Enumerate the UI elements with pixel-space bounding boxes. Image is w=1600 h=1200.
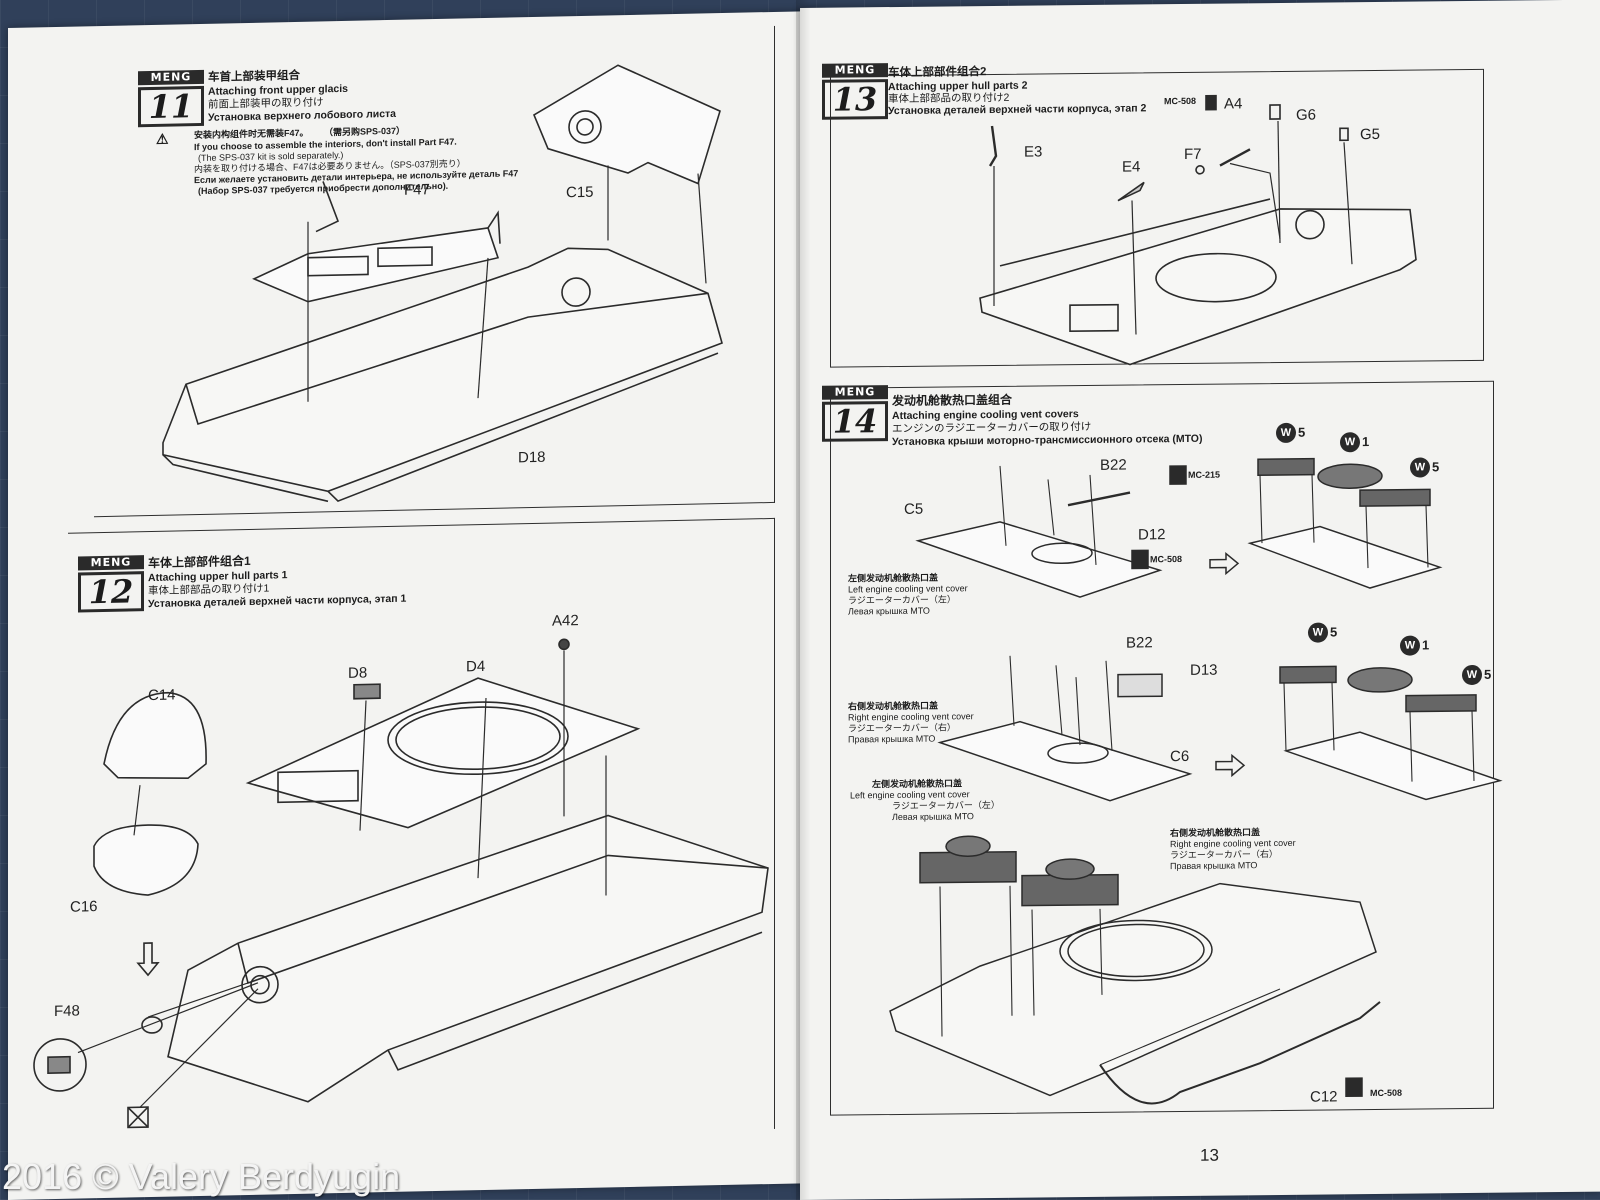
- paint-mark: W: [1410, 457, 1430, 478]
- part-label-c6: C6: [1170, 747, 1190, 766]
- paint-mark-number: 1: [1422, 637, 1430, 653]
- paint-mark: W: [1400, 635, 1420, 656]
- part-label-d8: D8: [348, 664, 368, 682]
- paint-mark-number: 1: [1362, 434, 1370, 450]
- paint-mark-number: 5: [1298, 424, 1306, 440]
- part-label-a42: A42: [552, 612, 579, 630]
- step-13-diagram: [979, 94, 1417, 366]
- part-label-d12: D12: [1138, 526, 1166, 544]
- part-label-c5: C5: [904, 500, 924, 518]
- right-page: MENG 13 车体上部部件组合2 Attaching upper hull p…: [800, 0, 1600, 1200]
- paint-mark: W: [1340, 432, 1360, 453]
- paint-mark-number: 5: [1484, 666, 1492, 682]
- paint-mark-number: 5: [1330, 624, 1338, 640]
- paint-mark: W: [1276, 422, 1296, 444]
- step-12-diagram: [33, 638, 769, 1129]
- part-label-b22-2: B22: [1126, 634, 1153, 652]
- part-label-d4: D4: [466, 658, 486, 676]
- paint-mark: W: [1308, 622, 1328, 643]
- paint-mark: W: [1462, 664, 1482, 686]
- copyright-watermark: 2016 © Valery Berdyugin: [2, 1156, 401, 1197]
- step-14-diagram: [889, 457, 1503, 1105]
- left-page: MENG 11 车首上部装甲组合 Attaching front upper g…: [8, 10, 820, 1200]
- part-label-c16: C16: [70, 898, 98, 916]
- page-fold-shadow: [796, 0, 820, 1200]
- step-11-diagram: [162, 64, 723, 503]
- part-label-b22: B22: [1100, 456, 1127, 474]
- page-number: 13: [1200, 1145, 1219, 1165]
- paint-mark-number: 5: [1432, 459, 1440, 475]
- part-label-d13: D13: [1190, 661, 1218, 679]
- part-label-c14: C14: [148, 686, 176, 705]
- part-label-f48: F48: [54, 1002, 80, 1021]
- part-label-c12: C12: [1310, 1088, 1338, 1106]
